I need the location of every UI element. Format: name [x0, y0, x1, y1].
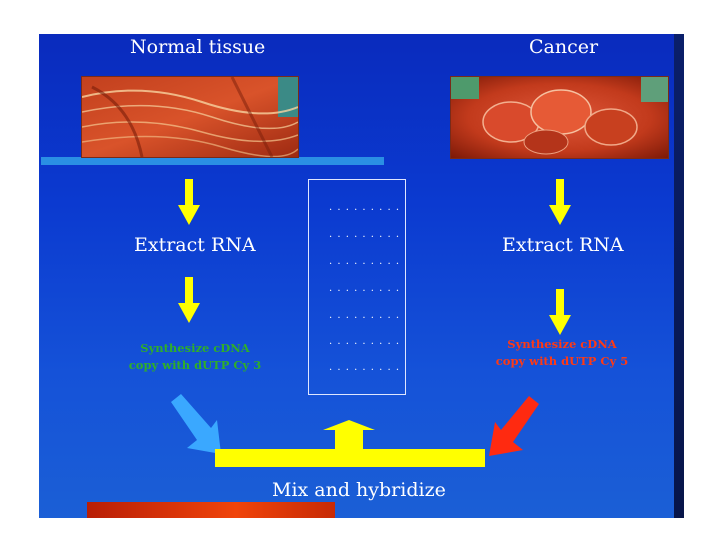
- cancer-title: Cancer: [529, 36, 599, 58]
- array-row: . . . . . . . . .: [329, 256, 401, 267]
- array-row: . . . . . . . . .: [329, 202, 401, 213]
- synthesize-cy5-label: Synthesize cDNA copy with dUTP Cy 5: [482, 336, 642, 370]
- decorative-bar: [41, 157, 384, 165]
- mix-and-hybridize-label: Mix and hybridize: [272, 479, 446, 501]
- synthesize-cy3-line2: copy with dUTP Cy 3: [128, 358, 262, 372]
- down-arrow-icon: [549, 289, 571, 335]
- array-row: . . . . . . . . .: [329, 362, 401, 373]
- mix-connector-icon: [215, 420, 485, 467]
- synthesize-cy3-line1: Synthesize cDNA: [140, 341, 250, 355]
- decorative-strip: [674, 34, 684, 518]
- array-row: . . . . . . . . .: [329, 336, 401, 347]
- microarray-box: . . . . . . . . . . . . . . . . . . . . …: [308, 179, 406, 395]
- extract-rna-left: Extract RNA: [134, 234, 256, 256]
- array-row: . . . . . . . . .: [329, 283, 401, 294]
- slide: Normal tissue Cancer: [39, 34, 684, 518]
- cy5-arrow-icon: [489, 396, 539, 456]
- array-row: . . . . . . . . .: [329, 310, 401, 321]
- array-row: . . . . . . . . .: [329, 229, 401, 240]
- normal-tissue-photo: [81, 76, 299, 158]
- decorative-bottom-bar: [87, 502, 335, 518]
- extract-rna-right: Extract RNA: [502, 234, 624, 256]
- synthesize-cy5-line1: Synthesize cDNA: [507, 337, 617, 351]
- down-arrow-icon: [178, 277, 200, 323]
- synthesize-cy5-line2: copy with dUTP Cy 5: [495, 354, 629, 368]
- normal-tissue-title: Normal tissue: [130, 36, 266, 58]
- cy3-arrow-icon: [171, 394, 221, 454]
- down-arrow-icon: [178, 179, 200, 225]
- cancer-tissue-photo: [450, 76, 669, 159]
- synthesize-cy3-label: Synthesize cDNA copy with dUTP Cy 3: [115, 340, 275, 374]
- down-arrow-icon: [549, 179, 571, 225]
